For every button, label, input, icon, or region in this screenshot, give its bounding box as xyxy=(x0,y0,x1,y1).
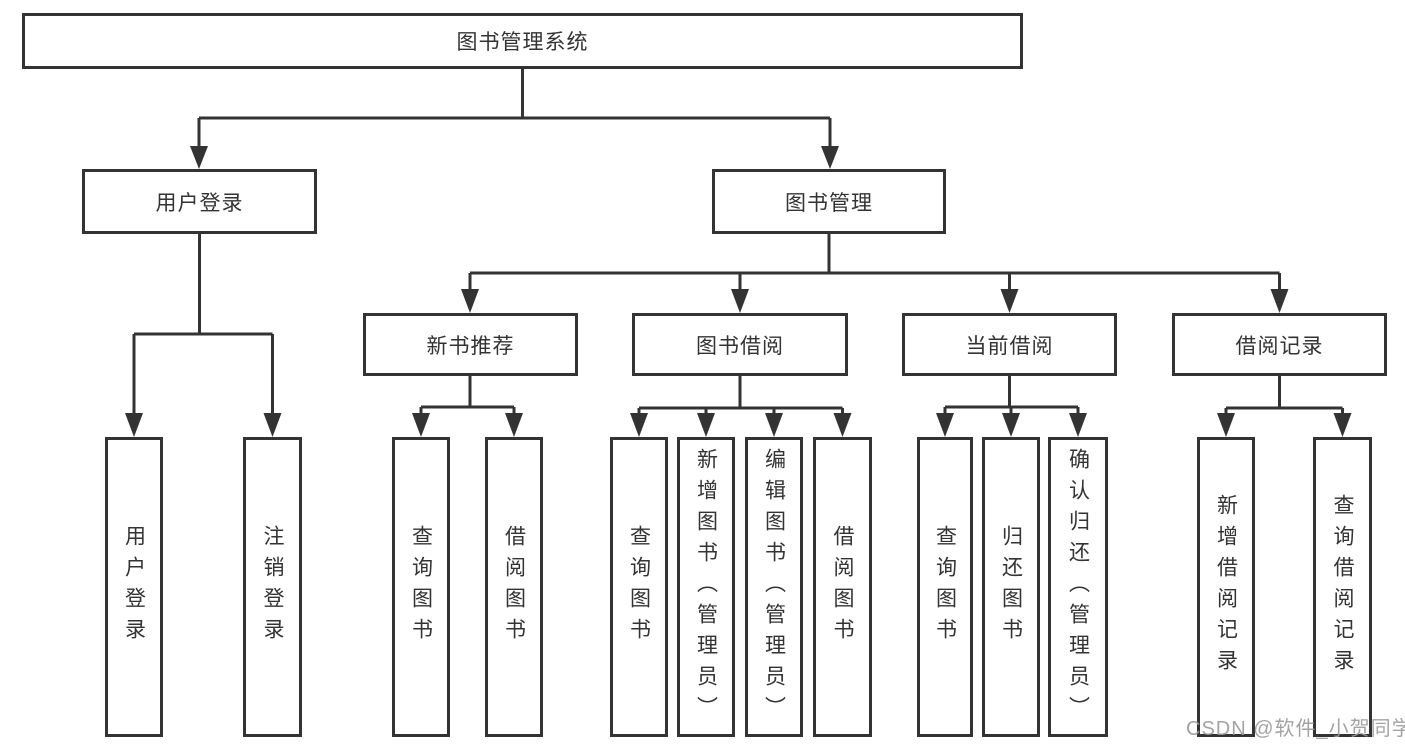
leaf-newbook-query-books: 查询图书 xyxy=(392,437,450,737)
arrowheads-level3 xyxy=(461,289,1289,313)
leaf-borrow-borrow-books: 借阅图书 xyxy=(813,437,872,737)
arrowheads-book-borrow-leaves xyxy=(630,413,852,437)
leaf-current-return-books: 归还图书 xyxy=(982,437,1040,737)
leaf-current-query-books: 查询图书 xyxy=(917,437,973,737)
node-new-book-recommend-label: 新书推荐 xyxy=(426,334,515,358)
leaf-newbook-borrow-books-label: 借阅图书 xyxy=(502,525,526,649)
node-user-login: 用户登录 xyxy=(82,169,317,234)
connector-root-to-level2 xyxy=(197,69,832,150)
leaf-current-query-books-label: 查询图书 xyxy=(933,525,957,649)
node-current-borrow: 当前借阅 xyxy=(902,313,1117,376)
leaf-borrow-query-books-label: 查询图书 xyxy=(627,525,651,649)
csdn-watermark: CSDN @软件_小贺同学 xyxy=(1186,718,1405,740)
leaf-current-confirm-return-admin-label: 确认归还（管理员） xyxy=(1066,447,1090,727)
leaf-record-query-borrow-record-label: 查询借阅记录 xyxy=(1331,494,1354,680)
leaf-newbook-borrow-books: 借阅图书 xyxy=(485,437,543,737)
leaf-borrow-add-books-admin-label: 新增图书（管理员） xyxy=(694,447,718,727)
leaf-borrow-query-books: 查询图书 xyxy=(610,437,668,737)
node-borrow-record-label: 借阅记录 xyxy=(1235,334,1324,358)
leaf-current-return-books-label: 归还图书 xyxy=(999,525,1023,649)
leaf-record-add-borrow-record-label: 新增借阅记录 xyxy=(1214,494,1238,680)
node-book-borrow: 图书借阅 xyxy=(632,313,848,376)
node-borrow-record: 借阅记录 xyxy=(1172,313,1387,376)
leaf-borrow-edit-books-admin: 编辑图书（管理员） xyxy=(745,437,803,737)
leaf-user-login: 用户登录 xyxy=(105,437,163,737)
arrowheads-user-login-leaves xyxy=(125,413,282,437)
node-book-borrow-label: 图书借阅 xyxy=(696,334,784,358)
connector-current-borrow-to-leaves xyxy=(943,376,1080,415)
node-book-management: 图书管理 xyxy=(712,169,946,234)
leaf-newbook-query-books-label: 查询图书 xyxy=(409,525,433,649)
leaf-borrow-edit-books-admin-label: 编辑图书（管理员） xyxy=(762,447,786,727)
node-new-book-recommend: 新书推荐 xyxy=(363,313,578,376)
node-user-login-label: 用户登录 xyxy=(155,191,244,215)
connector-new-book-to-leaves xyxy=(419,376,516,415)
leaf-logout-label: 注销登录 xyxy=(261,525,284,649)
leaf-logout: 注销登录 xyxy=(243,437,302,737)
connector-book-mgmt-to-level3 xyxy=(468,233,1281,291)
leaf-current-confirm-return-admin: 确认归还（管理员） xyxy=(1048,437,1108,737)
node-current-borrow-label: 当前借阅 xyxy=(965,334,1054,358)
leaf-borrow-add-books-admin: 新增图书（管理员） xyxy=(677,437,735,737)
arrowheads-borrow-record-leaves xyxy=(1217,413,1352,437)
node-root-system: 图书管理系统 xyxy=(22,13,1023,69)
connector-book-borrow-to-leaves xyxy=(637,376,844,415)
arrowheads-level2 xyxy=(190,146,839,169)
connector-borrow-record-to-leaves xyxy=(1224,376,1344,415)
node-root-label: 图书管理系统 xyxy=(456,31,589,54)
arrowheads-new-book-leaves xyxy=(412,413,523,437)
leaf-record-query-borrow-record: 查询借阅记录 xyxy=(1313,437,1372,737)
leaf-user-login-label: 用户登录 xyxy=(122,525,146,649)
node-book-management-label: 图书管理 xyxy=(785,191,873,215)
leaf-record-add-borrow-record: 新增借阅记录 xyxy=(1197,437,1255,737)
connector-user-login-to-leaves xyxy=(132,234,274,415)
leaf-borrow-borrow-books-label: 借阅图书 xyxy=(831,525,854,649)
arrowheads-current-borrow-leaves xyxy=(936,413,1087,437)
